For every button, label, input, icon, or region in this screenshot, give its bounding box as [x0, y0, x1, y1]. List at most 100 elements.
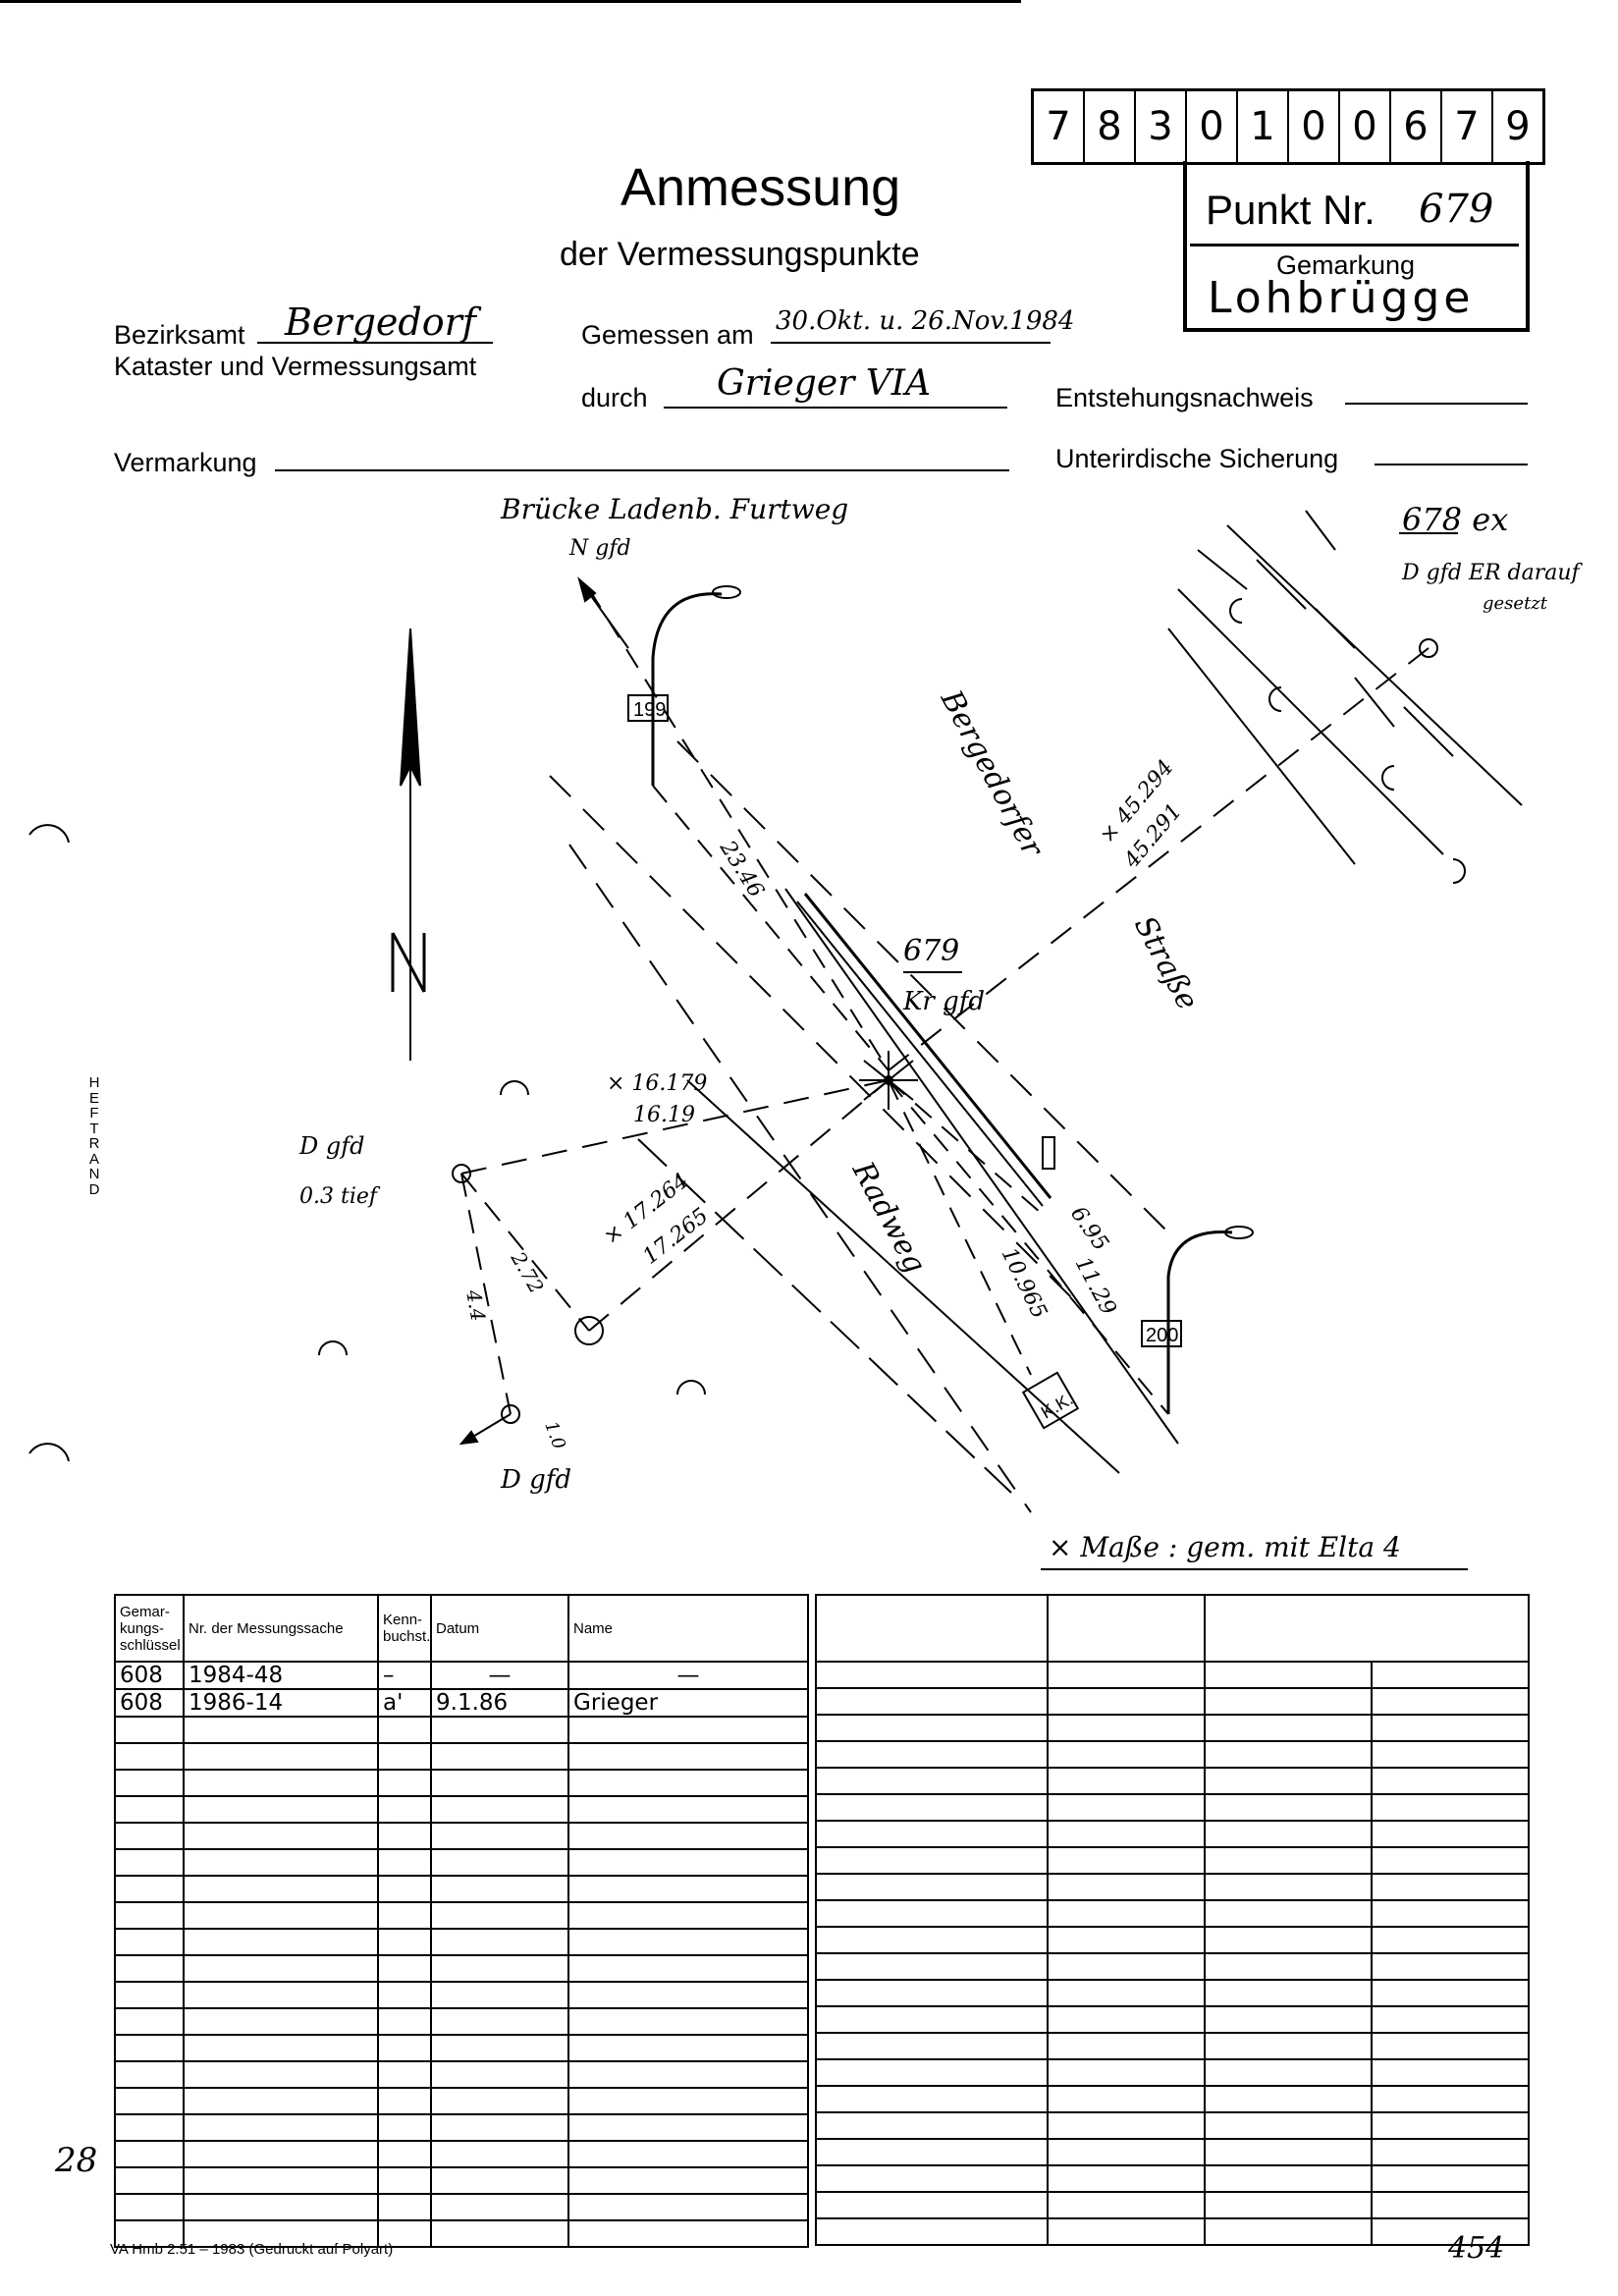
table-row — [815, 1926, 1530, 1954]
durch-label: durch — [581, 383, 648, 412]
dim-16179: × 16.179 — [607, 1071, 707, 1096]
digit-box: 3 — [1136, 91, 1187, 162]
table-row — [114, 1875, 809, 1903]
table-row — [114, 1769, 809, 1797]
curb-line — [803, 893, 1052, 1199]
table-row — [114, 1822, 809, 1850]
table-row — [114, 1716, 809, 1744]
document-number-boxes: 7 8 3 0 1 0 0 6 7 9 — [1031, 88, 1545, 165]
table-row — [815, 2032, 1530, 2060]
survey-sketch: Brücke Ladenb. Furtweg N gfd 678 ex D gf… — [28, 493, 1584, 1570]
unterirdisch-underline — [1375, 464, 1528, 465]
punkt-label: Punkt Nr. — [1206, 187, 1375, 233]
punch-hole — [28, 824, 70, 844]
gemessen-label: Gemessen am — [581, 320, 754, 350]
digit-box: 9 — [1505, 104, 1531, 149]
table-row — [815, 2005, 1530, 2034]
table-row — [815, 1740, 1530, 1769]
gemarkung-label: Gemarkung — [1276, 250, 1416, 280]
measure-line — [652, 785, 890, 1071]
gemarkung-box — [1190, 244, 1519, 325]
table-row — [114, 2140, 809, 2168]
dim-1619: 16.19 — [633, 1103, 695, 1127]
page-title: Anmessung — [620, 158, 901, 217]
durch-underline — [664, 407, 1007, 409]
tree-symbol — [676, 1380, 706, 1395]
radweg-edge — [784, 888, 1179, 1445]
tree-symbol — [318, 1340, 348, 1356]
table-row — [114, 2219, 809, 2248]
table-row — [815, 1846, 1530, 1875]
digit-box: 6 — [1391, 91, 1442, 162]
table-row — [815, 2058, 1530, 2087]
table-row — [815, 2217, 1530, 2246]
point-679-desc: Kr gfd — [902, 987, 985, 1016]
dim-1129: 11.29 — [1070, 1253, 1121, 1319]
road-edge — [686, 1079, 1120, 1474]
tree-symbol — [500, 1080, 529, 1096]
table-row — [815, 2191, 1530, 2219]
building-edge — [1226, 524, 1523, 806]
table-row — [815, 2085, 1530, 2113]
table-row — [114, 1742, 809, 1771]
gemarkung-value: Lohbrügge — [1208, 273, 1475, 323]
dim-695: 6.95 — [1065, 1202, 1113, 1255]
digit-box: 0 — [1187, 91, 1238, 162]
top-border-line — [0, 0, 1021, 3]
tree-symbol — [1268, 686, 1282, 712]
measure-line — [888, 647, 1429, 1071]
radweg-edge — [568, 844, 1032, 1513]
road-edge — [676, 740, 1169, 1233]
table-row — [815, 1979, 1530, 2007]
survey-point — [574, 1316, 604, 1345]
bezirksamt-underline — [257, 342, 493, 344]
dgfd-left-line1: D gfd — [298, 1132, 364, 1160]
table-row — [114, 2193, 809, 2221]
strasse-label: Straße — [1127, 910, 1205, 1015]
gemessen-value: 30.Okt. u. 26.Nov.1984 — [776, 306, 1075, 336]
table-row — [114, 1954, 809, 1983]
road-edge — [549, 775, 1081, 1307]
digit-box: 7 — [1442, 91, 1493, 162]
kataster-label: Kataster und Vermessungsamt — [114, 352, 477, 381]
radweg-label: Radweg — [844, 1155, 932, 1279]
pole-199-label: 199 — [633, 699, 666, 721]
margin-note: 28 — [55, 2141, 98, 2180]
dim-10: 1.0 — [540, 1419, 569, 1452]
survey-point — [1419, 638, 1438, 658]
table-row — [114, 1981, 809, 2009]
measure-line — [460, 1173, 512, 1415]
measure-line — [888, 1079, 1169, 1415]
tree-symbol — [1381, 765, 1395, 791]
table-row — [815, 1767, 1530, 1795]
dgfd-bottom: D gfd — [500, 1465, 571, 1495]
road-edge — [637, 1138, 1012, 1494]
north-small-label: N gfd — [568, 536, 631, 561]
building-edge — [1305, 510, 1336, 551]
label-678: 678 ex — [1402, 501, 1508, 538]
records-table-right — [815, 1594, 1530, 2246]
pole-200-label: 200 — [1146, 1325, 1178, 1346]
table-row — [815, 1952, 1530, 1981]
vermarkung-underline — [275, 469, 1009, 471]
survey-point — [452, 1164, 471, 1183]
survey-point — [501, 1404, 520, 1424]
table-row — [114, 1848, 809, 1877]
col-header-datum: Datum — [430, 1594, 569, 1663]
vermarkung-label: Vermarkung — [114, 448, 257, 477]
building-edge — [1403, 706, 1454, 757]
lamp-post-199 — [651, 592, 723, 786]
table-row — [114, 2087, 809, 2115]
bezirksamt-label: Bezirksamt — [114, 320, 245, 350]
note-bottom: × Maße : gem. mit Elta 4 — [1049, 1531, 1401, 1563]
table-row — [114, 2007, 809, 2036]
building-edge — [1177, 588, 1444, 855]
digit-box: 0 — [1289, 91, 1340, 162]
table-row — [114, 2166, 809, 2195]
bezirksamt-value: Bergedorf — [285, 301, 476, 344]
table-row — [114, 2113, 809, 2142]
entstehung-label: Entstehungsnachweis — [1055, 383, 1314, 412]
